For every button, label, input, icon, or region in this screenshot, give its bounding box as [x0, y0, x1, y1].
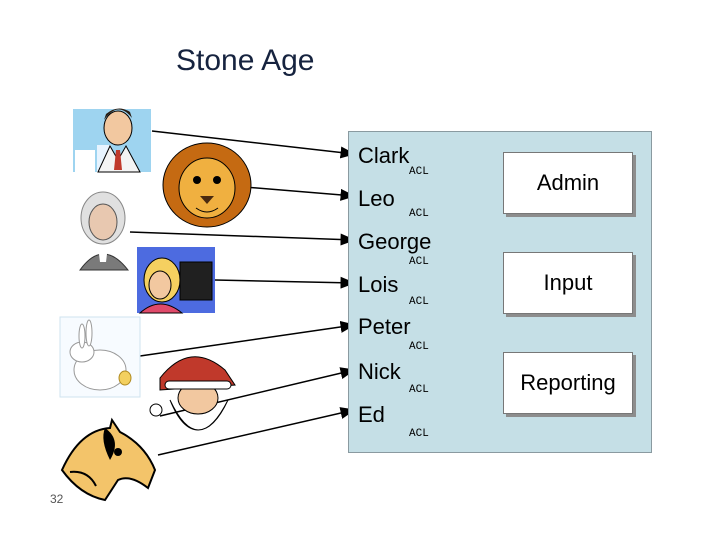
lion-picture	[162, 142, 252, 228]
slide-title: Stone Age	[176, 44, 315, 77]
arrow-george	[129, 231, 356, 246]
arrow-peter	[139, 320, 356, 357]
user-peter: Peter	[358, 314, 411, 339]
role-reporting: Reporting	[503, 352, 633, 414]
acl-label-george: ACL	[409, 256, 429, 268]
arrow-clark	[151, 130, 356, 159]
rabbit-picture	[59, 316, 141, 398]
user-george: George	[358, 229, 432, 254]
acl-label-leo: ACL	[409, 208, 429, 220]
acl-label-lois: ACL	[409, 296, 429, 308]
user-leo: Leo	[358, 186, 395, 211]
arrow-ed	[157, 407, 356, 456]
acl-label-clark: ACL	[409, 166, 429, 178]
arrow-leo	[244, 186, 356, 201]
acl-label-peter: ACL	[409, 341, 429, 353]
role-input: Input	[503, 252, 633, 314]
user-ed: Ed	[358, 402, 385, 427]
user-nick: Nick	[358, 359, 401, 384]
user-lois: Lois	[358, 272, 399, 297]
arrow-lois	[214, 276, 356, 289]
user-clark: Clark	[358, 143, 410, 168]
role-admin: Admin	[503, 152, 633, 214]
washington-portrait-picture	[79, 191, 130, 271]
woman-computer-picture	[137, 247, 215, 314]
acl-label-nick: ACL	[409, 384, 429, 396]
horse-picture	[60, 417, 157, 502]
businessman-picture	[73, 108, 151, 173]
acl-label-ed: ACL	[409, 428, 429, 440]
santa-picture	[149, 356, 236, 431]
slide-number: 32	[50, 492, 64, 506]
